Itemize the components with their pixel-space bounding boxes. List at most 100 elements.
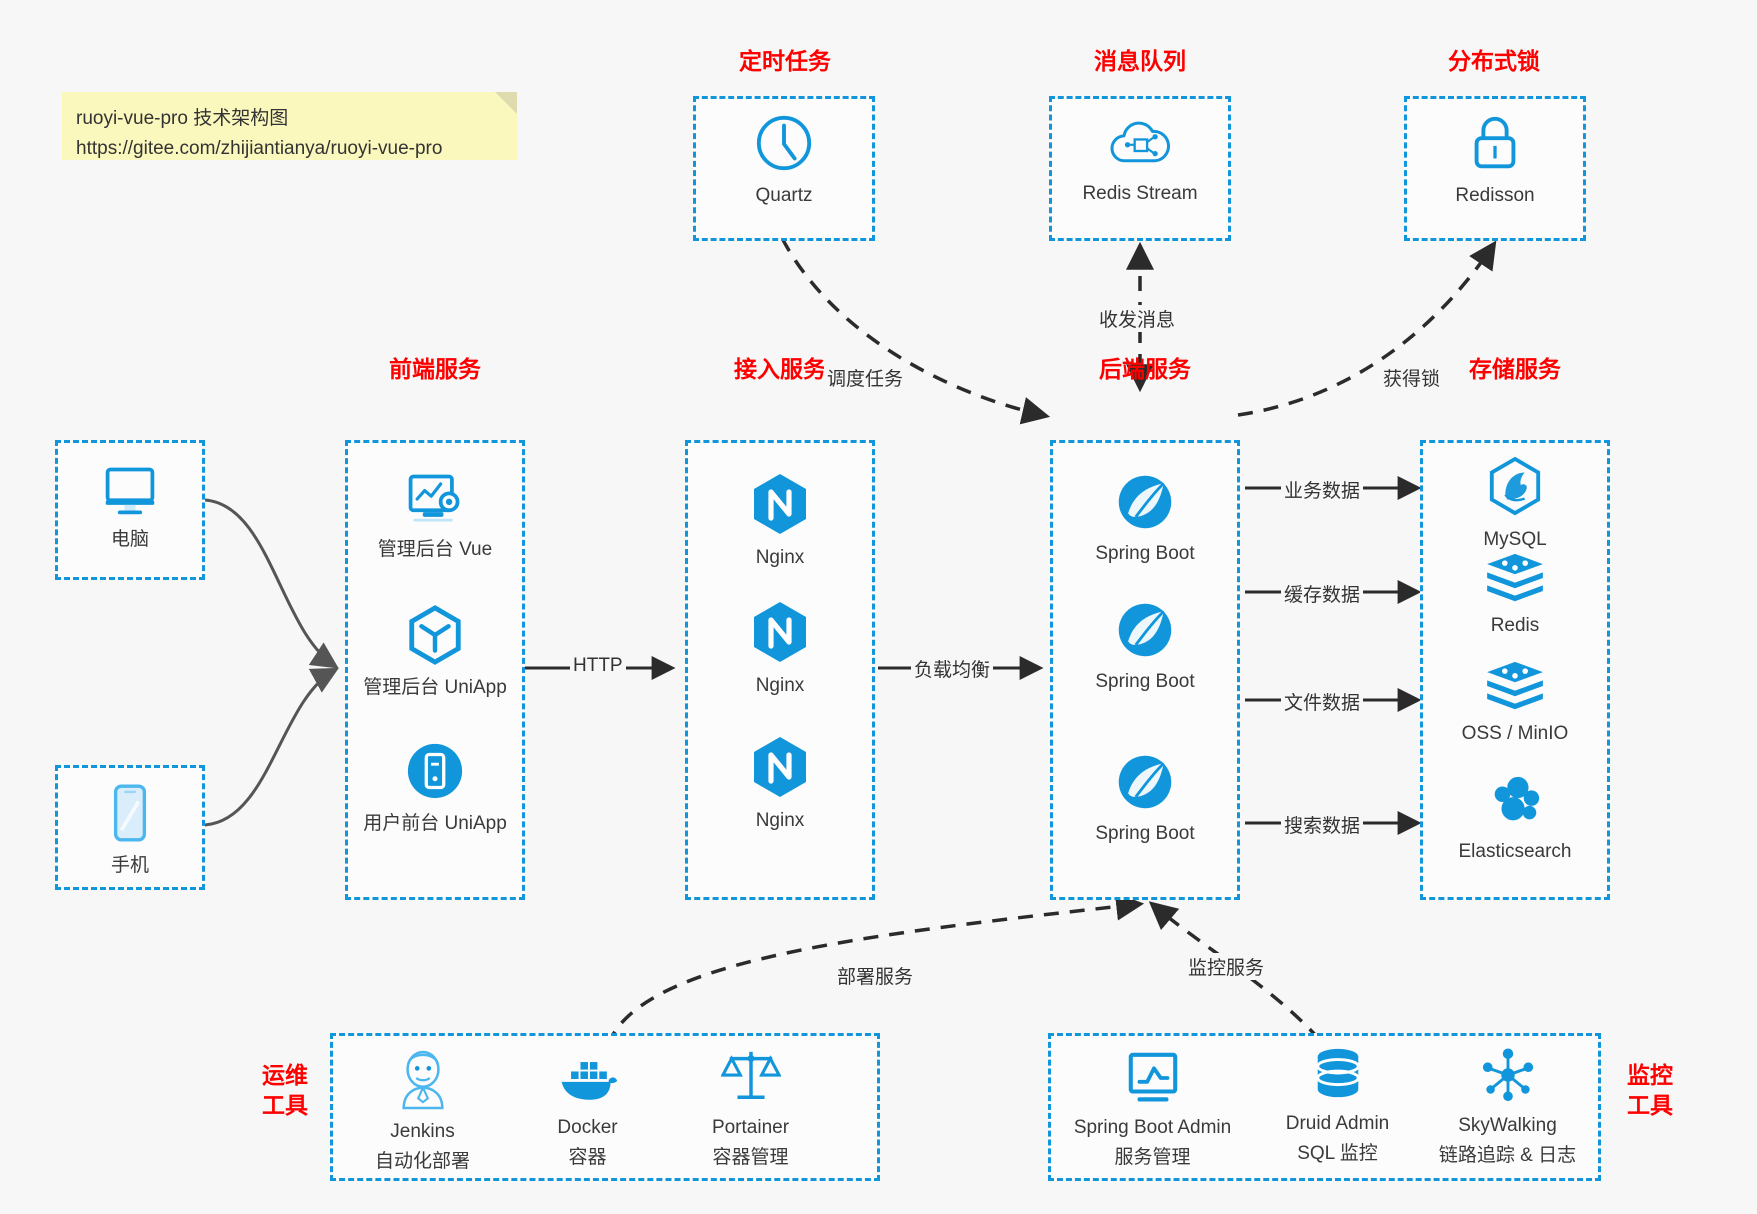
spring-leaf-icon [1115, 472, 1175, 537]
spring-leaf-icon [1115, 752, 1175, 817]
node-user-uniapp[interactable]: 用户前台 UniApp [345, 740, 525, 837]
node-label-quartz: Quartz [755, 185, 813, 206]
spring-leaf-icon [1115, 600, 1175, 665]
node-label-nginx-2: Nginx [755, 675, 805, 696]
nginx-icon [750, 600, 810, 669]
node-label-springboot-1: Spring Boot [1095, 543, 1195, 564]
node-mysql[interactable]: MySQL [1420, 456, 1610, 553]
group-title-gateway: 接入服务 [734, 356, 826, 382]
node-redis[interactable]: Redis [1420, 552, 1610, 639]
desktop-monitor-icon [100, 462, 160, 523]
node-label-jenkins: Jenkins [390, 1121, 455, 1142]
node-label-mysql: MySQL [1483, 529, 1547, 550]
node-nginx-3[interactable]: Nginx [685, 735, 875, 834]
group-title-monitor: 监控 工具 [1615, 1060, 1685, 1120]
node-label-springboot-2: Spring Boot [1095, 671, 1195, 692]
node-admin-vue[interactable]: 管理后台 Vue [345, 470, 525, 563]
node-docker[interactable]: Docker 容器 [505, 1052, 670, 1171]
node-label-redis-stream: Redis Stream [1082, 183, 1198, 204]
mobile-circle-icon [404, 740, 466, 807]
mysql-dolphin-icon [1486, 456, 1544, 523]
node-nginx-1[interactable]: Nginx [685, 472, 875, 571]
node-sub-skywalking: 链路追踪 & 日志 [1438, 1145, 1577, 1166]
node-label-user-uniapp: 用户前台 UniApp [363, 813, 507, 834]
node-label-admin-vue: 管理后台 Vue [377, 539, 493, 560]
node-label-nginx-1: Nginx [755, 547, 805, 568]
edge-label-cache-data: 缓存数据 [1281, 580, 1364, 607]
node-pc[interactable]: 电脑 [55, 462, 205, 553]
skywalking-node-icon [1479, 1046, 1537, 1109]
edge-label-deploy-service: 部署服务 [834, 962, 917, 989]
node-admin-uniapp[interactable]: 管理后台 UniApp [345, 604, 525, 701]
node-label-springboot-3: Spring Boot [1095, 823, 1195, 844]
node-spring-boot-admin[interactable]: Spring Boot Admin 服务管理 [1055, 1050, 1250, 1171]
node-label-nginx-3: Nginx [755, 810, 805, 831]
monitor-chart-icon [1124, 1050, 1182, 1111]
group-title-scheduler: 定时任务 [739, 48, 831, 74]
uniapp-hexagon-icon [404, 604, 466, 671]
node-label-redis: Redis [1490, 615, 1540, 636]
node-sub-jenkins: 自动化部署 [374, 1151, 470, 1172]
redis-stack-icon [1484, 660, 1546, 717]
group-title-mq: 消息队列 [1094, 48, 1186, 74]
node-druid-admin[interactable]: Druid Admin SQL 监控 [1255, 1046, 1420, 1167]
group-title-monitor-line1: 监控 [1627, 1062, 1673, 1088]
edge-label-business-data: 业务数据 [1281, 476, 1364, 503]
group-title-monitor-line2: 工具 [1627, 1092, 1673, 1118]
group-title-devops-line1: 运维 [262, 1062, 308, 1088]
node-label-skywalking: SkyWalking [1458, 1115, 1557, 1136]
group-title-devops: 运维 工具 [250, 1060, 320, 1120]
node-sub-portainer: 容器管理 [712, 1147, 789, 1168]
group-box-devops [330, 1033, 880, 1181]
database-icon [1310, 1046, 1366, 1107]
edge-label-acquire-lock: 获得锁 [1380, 364, 1444, 391]
edge-label-search-data: 搜索数据 [1281, 811, 1364, 838]
node-nginx-2[interactable]: Nginx [685, 600, 875, 699]
group-title-backend: 后端服务 [1099, 356, 1191, 382]
edge-label-load-balance: 负载均衡 [911, 655, 994, 682]
group-title-devops-line2: 工具 [262, 1092, 308, 1118]
node-phone[interactable]: 手机 [55, 782, 205, 879]
dashboard-gear-icon [404, 470, 466, 533]
node-sub-sba: 服务管理 [1114, 1147, 1191, 1168]
scales-icon [719, 1046, 782, 1111]
group-title-storage: 存储服务 [1469, 356, 1561, 382]
architecture-note: ruoyi-vue-pro 技术架构图 https://gitee.com/zh… [62, 92, 517, 160]
note-fold-corner [495, 92, 517, 114]
node-springboot-1[interactable]: Spring Boot [1050, 472, 1240, 567]
note-title: ruoyi-vue-pro 技术架构图 [76, 108, 289, 129]
node-label-sba: Spring Boot Admin [1073, 1117, 1232, 1138]
node-springboot-3[interactable]: Spring Boot [1050, 752, 1240, 847]
node-label-admin-uniapp: 管理后台 UniApp [363, 677, 507, 698]
note-url: https://gitee.com/zhijiantianya/ruoyi-vu… [76, 138, 443, 159]
node-label-portainer: Portainer [711, 1117, 790, 1138]
node-portainer[interactable]: Portainer 容器管理 [668, 1046, 833, 1171]
node-label-phone: 手机 [110, 855, 149, 876]
node-oss-minio[interactable]: OSS / MinIO [1420, 660, 1610, 747]
elasticsearch-icon [1486, 772, 1544, 835]
edge-label-schedule-task: 调度任务 [824, 364, 907, 391]
node-elasticsearch[interactable]: Elasticsearch [1420, 772, 1610, 865]
edge-label-monitor-service: 监控服务 [1185, 953, 1268, 980]
node-redis-stream[interactable]: Redis Stream [1049, 114, 1231, 207]
edge-label-http: HTTP [570, 655, 626, 677]
nginx-icon [750, 472, 810, 541]
smartphone-icon [107, 782, 153, 849]
node-sub-druid: SQL 监控 [1297, 1143, 1378, 1164]
group-box-mq [1049, 96, 1231, 241]
node-redisson[interactable]: Redisson [1404, 112, 1586, 209]
nginx-icon [750, 735, 810, 804]
node-label-redisson: Redisson [1455, 185, 1535, 206]
node-label-elasticsearch: Elasticsearch [1458, 841, 1572, 862]
node-skywalking[interactable]: SkyWalking 链路追踪 & 日志 [1415, 1046, 1600, 1169]
edge-label-send-receive-message: 收发消息 [1096, 305, 1179, 332]
cloud-network-icon [1108, 114, 1172, 177]
node-quartz[interactable]: Quartz [693, 112, 875, 209]
redis-stack-icon [1484, 552, 1546, 609]
node-sub-docker: 容器 [568, 1147, 607, 1168]
edge-label-file-data: 文件数据 [1281, 688, 1364, 715]
jenkins-butler-icon [395, 1048, 451, 1115]
lock-icon [1465, 112, 1525, 179]
node-jenkins[interactable]: Jenkins 自动化部署 [340, 1048, 505, 1175]
node-springboot-2[interactable]: Spring Boot [1050, 600, 1240, 695]
